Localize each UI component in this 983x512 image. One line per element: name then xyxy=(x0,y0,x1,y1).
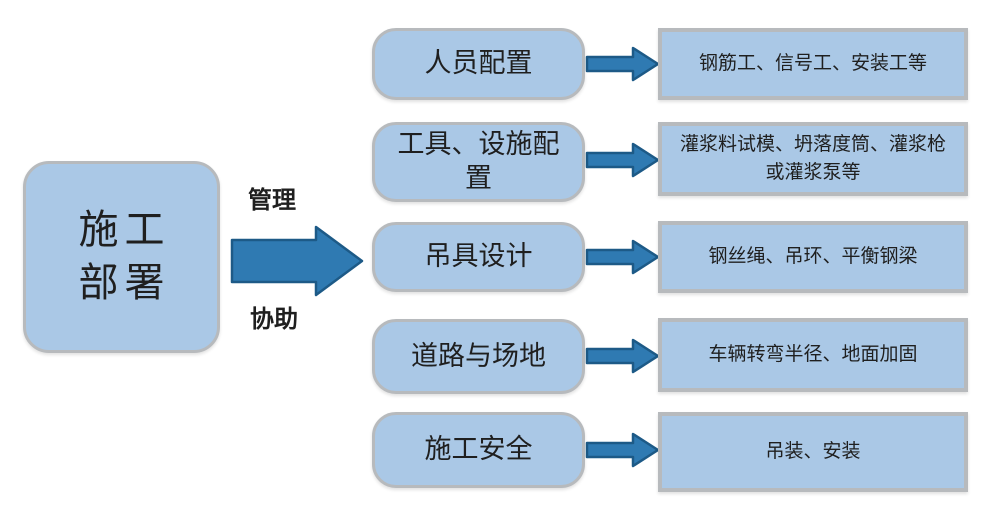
row-arrow-icon xyxy=(585,338,660,374)
category-box-safety: 施工安全 xyxy=(372,412,585,488)
category-label: 施工安全 xyxy=(424,434,533,465)
category-label: 人员配置 xyxy=(424,48,533,79)
row-arrow-icon xyxy=(585,46,660,82)
category-label: 道路与场地 xyxy=(411,340,546,371)
category-box-tools: 工具、设施配置 xyxy=(372,122,585,202)
main-flow-arrow-icon xyxy=(230,225,364,297)
category-label: 吊具设计 xyxy=(424,241,533,272)
detail-box-roads: 车辆转弯半径、地面加固 xyxy=(658,318,968,392)
detail-label: 钢丝绳、吊环、平衡钢梁 xyxy=(708,246,918,268)
manage-label: 管理 xyxy=(248,187,296,214)
row-arrow-icon xyxy=(585,239,660,275)
detail-label: 灌浆料试模、坍落度筒、灌浆枪或灌浆泵等 xyxy=(679,134,946,183)
category-box-roads: 道路与场地 xyxy=(372,319,585,394)
main-box: 施工 部署 xyxy=(23,161,220,353)
category-label: 工具、设施配置 xyxy=(397,129,560,193)
detail-label: 吊装、安装 xyxy=(765,441,861,463)
main-box-label-line2: 部署 xyxy=(78,261,171,305)
category-box-rigging: 吊具设计 xyxy=(372,222,585,292)
main-box-label-line1: 施工 xyxy=(78,208,171,253)
assist-label: 协助 xyxy=(250,306,298,333)
detail-box-safety: 吊装、安装 xyxy=(658,412,968,492)
detail-box-rigging: 钢丝绳、吊环、平衡钢梁 xyxy=(658,221,968,293)
row-arrow-icon xyxy=(585,432,660,468)
category-box-personnel: 人员配置 xyxy=(372,28,585,100)
detail-box-personnel: 钢筋工、信号工、安装工等 xyxy=(658,28,968,100)
row-arrow-icon xyxy=(585,142,660,178)
detail-box-tools: 灌浆料试模、坍落度筒、灌浆枪或灌浆泵等 xyxy=(658,122,968,196)
detail-label: 钢筋工、信号工、安装工等 xyxy=(698,53,927,75)
detail-label: 车辆转弯半径、地面加固 xyxy=(708,344,918,366)
